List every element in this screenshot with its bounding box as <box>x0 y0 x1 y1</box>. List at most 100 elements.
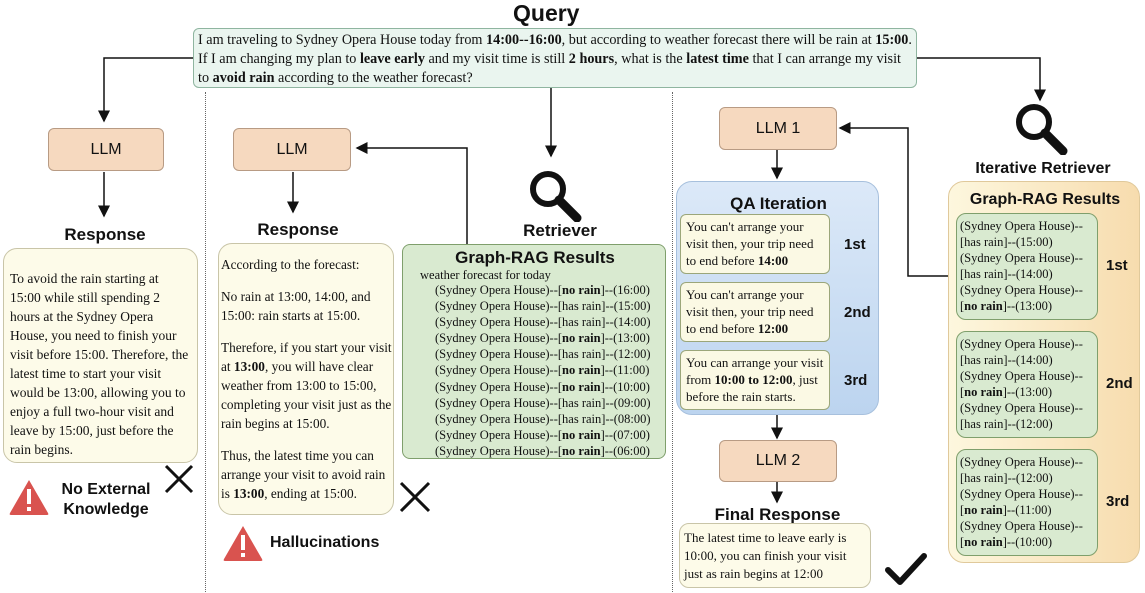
triple-segment: has rain <box>964 267 1004 282</box>
qa-item: You can arrange your visit from 10:00 to… <box>680 350 880 416</box>
qa-segment: 12:00 <box>757 321 789 336</box>
text-segment: , you will have clear weather from 13:00… <box>221 359 392 431</box>
triple-segment: [ <box>960 299 965 314</box>
text-segment: Therefore, if you start your visit at <box>221 340 392 374</box>
triple-segment: (Sydney Opera House)--[ <box>435 283 563 297</box>
text-segment: No rain at 13:00, 14:00, and 15:00: rain… <box>221 289 371 323</box>
iteration-ordinal: 1st <box>844 236 866 253</box>
qa-segment: You can arrange your visit from <box>686 355 824 387</box>
graph-rag-results-panel: Graph-RAG Results weather forecast for t… <box>402 244 666 459</box>
triple-subject: (Sydney Opera House)-- <box>960 487 1083 502</box>
triple-segment: ]--(15:00) <box>1003 235 1053 250</box>
triple-relation: [has rain]--(14:00) <box>960 266 1094 282</box>
qa-item: You can't arrange your visit then, your … <box>680 282 880 348</box>
triple-segment: has rain <box>562 299 602 314</box>
triple-segment: ]--(09:00) <box>601 395 651 410</box>
triple-relation: [no rain]--(13:00) <box>960 298 1094 314</box>
triple-segment: ]--(14:00) <box>601 315 651 330</box>
triple-segment: [ <box>960 267 965 282</box>
iterative-group: (Sydney Opera House)--[has rain]--(15:00… <box>956 213 1140 324</box>
warning-label-no-knowledge: No External Knowledge <box>56 480 156 520</box>
triple-segment: ]--(11:00) <box>600 363 650 378</box>
warning-label-line-1: No External <box>61 481 151 498</box>
triple-segment: (Sydney Opera House)--[ <box>435 347 563 362</box>
triple-subject: (Sydney Opera House)-- <box>960 283 1083 298</box>
triple-segment: ]--(13:00) <box>1002 299 1053 314</box>
response-paragraph: Therefore, if you start your visit at 13… <box>221 338 393 433</box>
triple-segment: has rain <box>964 417 1004 432</box>
triple-segment: has rain <box>562 347 602 362</box>
triple-segment: [ <box>960 535 965 550</box>
triple-segment: ]--(13:00) <box>600 331 650 346</box>
graph-rag-row: (Sydney Opera House)--[no rain]--(10:00) <box>435 379 665 395</box>
warning-label-hallucinations: Hallucinations <box>270 534 380 551</box>
text-segment: 13:00 <box>233 359 265 374</box>
text-segment: that I can arrange my visit to <box>198 51 901 86</box>
magnifier-icon <box>1013 101 1069 160</box>
triple-subject: (Sydney Opera House)-- <box>960 455 1083 469</box>
text-segment: . If I am changing my plan to <box>198 32 912 67</box>
llm-box-baseline: LLM <box>48 128 164 171</box>
graph-rag-row: (Sydney Opera House)--[no rain]--(16:00) <box>435 282 665 298</box>
triple-relation: [no rain]--(10:00) <box>960 534 1094 550</box>
graph-rag-row: (Sydney Opera House)--[no rain]--(07:00) <box>435 427 665 443</box>
triple-relation: [has rain]--(15:00) <box>960 234 1094 250</box>
triple-segment: (Sydney Opera House)--[ <box>435 363 563 378</box>
warning-icon <box>222 524 264 567</box>
query-box: I am traveling to Sydney Opera House tod… <box>193 28 917 88</box>
triple-segment: no rain <box>964 535 1003 550</box>
triple-segment: no rain <box>964 385 1003 400</box>
triple-subject: (Sydney Opera House)-- <box>960 337 1083 351</box>
warning-label-line-2: Knowledge <box>63 501 149 518</box>
graph-rag-row: (Sydney Opera House)--[has rain]--(15:00… <box>435 298 665 314</box>
triple-segment: ]--(12:00) <box>1003 471 1053 486</box>
triple-segment: [ <box>960 353 965 368</box>
graph-rag-row: (Sydney Opera House)--[has rain]--(09:00… <box>435 395 665 411</box>
triple-segment: no rain <box>964 299 1003 314</box>
triple-segment: has rain <box>964 353 1004 368</box>
iterative-group: (Sydney Opera House)--[has rain]--(14:00… <box>956 331 1140 442</box>
qa-segment: 14:00 <box>757 253 789 268</box>
qa-answer-box: You can't arrange your visit then, your … <box>680 214 830 274</box>
triple-segment: has rain <box>964 471 1004 486</box>
final-response-heading: Final Response <box>714 505 841 524</box>
divider-1 <box>205 92 206 592</box>
iterative-retriever-label: Iterative Retriever <box>975 160 1111 177</box>
graph-rag-subtitle: weather forecast for today <box>420 268 551 282</box>
triple-segment: (Sydney Opera House)--[ <box>435 315 563 330</box>
triple-segment: no rain <box>562 427 601 442</box>
text-segment: latest time <box>686 51 749 67</box>
iteration-ordinal: 2nd <box>844 304 871 321</box>
triple-segment: [ <box>960 503 965 518</box>
triple-segment: (Sydney Opera House)--[ <box>435 299 563 314</box>
iteration-ordinal: 1st <box>1106 257 1128 274</box>
magnifier-icon <box>527 168 583 227</box>
text-segment: leave early <box>359 51 425 67</box>
iterative-groups: (Sydney Opera House)--[has rain]--(15:00… <box>956 213 1140 567</box>
triple-segment: ]--(10:00) <box>600 379 650 394</box>
triple-segment: ]--(11:00) <box>1002 503 1052 518</box>
triple-segment: (Sydney Opera House)--[ <box>435 443 563 458</box>
triple-relation: [has rain]--(14:00) <box>960 352 1094 368</box>
triple-subject: (Sydney Opera House)-- <box>960 219 1083 233</box>
text-segment: 15:00 <box>875 32 909 48</box>
iterative-results-title: Graph-RAG Results <box>969 191 1121 208</box>
response-text-rag: According to the forecast:No rain at 13:… <box>221 255 393 516</box>
triple-segment: (Sydney Opera House)--[ <box>435 331 563 346</box>
triple-segment: no rain <box>562 379 601 394</box>
qa-answer-box: You can arrange your visit from 10:00 to… <box>680 350 830 410</box>
qa-segment: 10:00 to 12:00 <box>714 372 793 387</box>
qa-segment: , just before the rain starts. <box>686 372 818 404</box>
graph-rag-row: (Sydney Opera House)--[no rain]--(13:00) <box>435 330 665 346</box>
text-segment: 14:00--16:00 <box>486 32 562 48</box>
triple-segment: ]--(07:00) <box>600 427 650 442</box>
iterative-group: (Sydney Opera House)--[has rain]--(12:00… <box>956 449 1140 560</box>
response-paragraph: No rain at 13:00, 14:00, and 15:00: rain… <box>221 287 393 325</box>
llm2-box: LLM 2 <box>719 440 837 482</box>
text-segment: according to the weather forecast? <box>274 70 473 86</box>
iterative-group-box: (Sydney Opera House)--[has rain]--(14:00… <box>956 331 1098 438</box>
text-segment: , ending at 15:00. <box>264 486 357 501</box>
text-segment: , but according to weather forecast ther… <box>561 32 876 48</box>
graph-rag-row: (Sydney Opera House)--[has rain]--(08:00… <box>435 411 665 427</box>
triple-segment: ]--(08:00) <box>601 411 651 426</box>
